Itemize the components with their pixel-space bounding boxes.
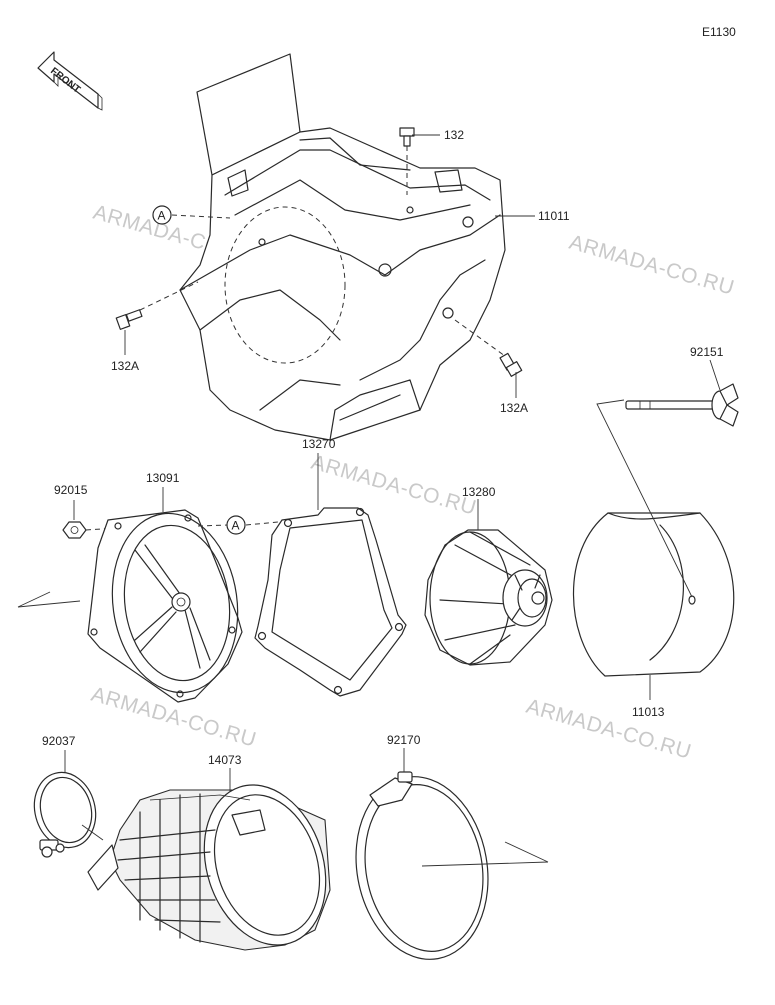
clamp-92037 <box>33 771 104 858</box>
label-132a-right: 132A <box>500 401 528 415</box>
gasket-13270 <box>254 507 407 697</box>
label-92037: 92037 <box>42 734 76 748</box>
front-arrow-icon: FRONT <box>37 51 103 111</box>
label-92170: 92170 <box>387 733 421 747</box>
label-14073: 14073 <box>208 753 242 767</box>
leader-lines <box>64 134 721 792</box>
label-13091: 13091 <box>146 471 180 485</box>
label-132a-left: 132A <box>111 359 139 373</box>
ref-marker-a-top: A <box>152 205 231 225</box>
svg-text:A: A <box>232 519 240 533</box>
watermark-2: ARMADA-CO.RU <box>567 231 737 300</box>
label-11011: 11011 <box>538 209 570 223</box>
leader-arrow-left-tip <box>17 591 51 608</box>
bolt-132a-left-icon <box>115 281 199 330</box>
leader-arrow-left <box>17 600 81 608</box>
label-11013: 11013 <box>632 705 665 719</box>
ref-marker-a-mid: A <box>197 515 279 535</box>
intake-duct-14073 <box>87 784 331 951</box>
bolt-132a-right-icon <box>454 319 523 377</box>
air-filter-11013 <box>572 399 735 677</box>
air-box-11011 <box>179 53 506 441</box>
nut-92015-icon <box>62 521 117 539</box>
label-13280: 13280 <box>462 485 496 499</box>
filter-cage-13280 <box>424 529 553 666</box>
part-labels: 132 11011 132A 132A 92151 92015 13091 13… <box>42 128 724 767</box>
wing-bolt-92151-icon <box>625 383 739 427</box>
watermark-5: ARMADA-CO.RU <box>524 695 694 764</box>
label-132: 132 <box>444 128 464 142</box>
band-92170 <box>355 771 549 960</box>
bolt-132-icon <box>399 127 415 195</box>
filter-holder-13091 <box>87 509 243 703</box>
svg-text:A: A <box>158 209 166 223</box>
label-13270: 13270 <box>302 437 336 451</box>
label-92015: 92015 <box>54 483 88 497</box>
label-92151: 92151 <box>690 345 724 359</box>
diagram-code: E1130 <box>702 25 736 39</box>
